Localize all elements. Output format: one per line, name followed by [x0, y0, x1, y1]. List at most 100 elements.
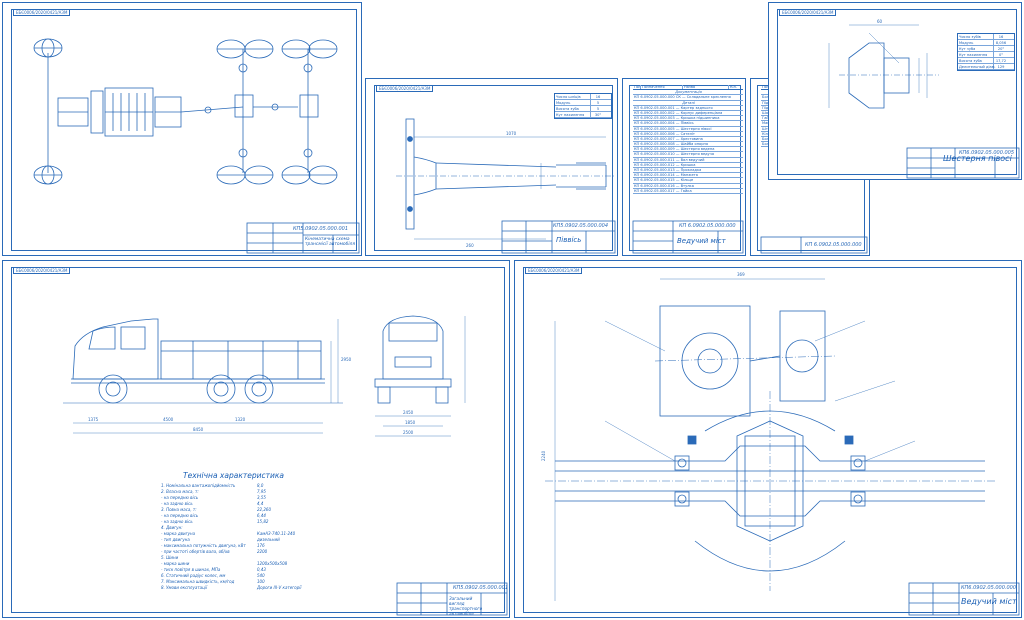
param-value: 16 — [595, 95, 601, 99]
truck-dim: 2500 — [403, 430, 414, 435]
bom-item: КП 6.0902.05.000.013 — Прокладка — [633, 168, 743, 174]
bom-header: Поз. Позначення Назва Кіл. — [633, 85, 743, 91]
sheet-frame — [11, 267, 505, 613]
gear-title-name: Шестерня півосі — [943, 154, 1012, 163]
bom-item: КП 6.0902.05.000.007 — Хрестовина — [633, 137, 743, 143]
bom-item: КП 6.0902.05.000.004 — Піввісь — [633, 121, 743, 127]
truck-dim: 8450 — [193, 427, 204, 432]
bom-section: Деталі — [633, 101, 743, 106]
bom-item: КП 6.0902.05.000.011 — Вал ведучий — [633, 158, 743, 163]
param-value: 30° — [594, 113, 602, 117]
truck-dim: 1850 — [405, 420, 416, 425]
bom-title-name: Ведучий міст — [677, 237, 726, 245]
sheet-frame — [629, 85, 741, 251]
bom-item: КП 6.0902.05.000.003 — Кришка підшипника — [633, 116, 743, 122]
spec-row: 2. Власна маса, т:7,95 — [161, 489, 266, 494]
bom-item: КП 6.0902.05.000.005 — Шестерня півосі — [633, 127, 743, 132]
scheme-title-name: Кінематична схема трансмісії автомобіля — [305, 237, 355, 247]
stamp-code: ЕБЄ0006/2020/0421/АЗМ — [13, 9, 71, 16]
bom-col-pos: Поз. — [634, 85, 641, 90]
axle-title-name: Ведучий міст — [961, 597, 1017, 606]
sheet-frame — [523, 267, 1017, 613]
param-row: Висота зуба 5 — [555, 106, 611, 112]
sheet-frame — [777, 9, 1017, 175]
axle-dim: 369 — [737, 272, 745, 277]
sheet-bill-of-materials[interactable]: Поз. Позначення Назва Кіл. Документація … — [622, 78, 746, 256]
param-key: Висота зуба — [555, 106, 591, 111]
bom-item: КП 6.0902.05.000.002 — Корпус диференціа… — [633, 111, 743, 117]
kinematic-scheme-drawing — [33, 38, 360, 254]
sheet-frame — [11, 9, 357, 251]
param-key: Кут нахилення — [555, 112, 591, 117]
sheet-frame — [374, 85, 613, 251]
stamp-code: ЕБЄ0006/2020/0421/АЗМ — [525, 267, 583, 274]
shaft-dim-flange: 260 — [466, 243, 474, 248]
param-row: Число шліців 16 — [555, 94, 611, 100]
sheet-kinematic-scheme[interactable]: ЕБЄ0006/2020/0421/АЗМ — [2, 2, 362, 256]
stamp-code: ЕБЄ0006/2020/0421/АЗМ — [779, 9, 837, 16]
bom-item: КП 6.0902.05.000.000 СК — Складальне кре… — [633, 95, 743, 101]
bom-col-qty: Кіл. — [730, 85, 737, 89]
spec-row: 4. Двигун: — [161, 525, 183, 530]
truck-dim: 1320 — [235, 417, 246, 422]
truck-dim: 4500 — [163, 417, 174, 422]
spec-row: 5. Шини — [161, 555, 179, 560]
truck-title-name: Загальний вигляд транспортного автомобіл… — [449, 596, 483, 616]
axle-shaft-drawing: 1070 260 — [396, 118, 616, 254]
spec-title: Технічна характеристика — [183, 471, 284, 480]
sheet-truck-general-view[interactable]: ЕБЄ0006/2020/0421/АЗМ — [2, 260, 510, 618]
gear-dim-length: 60 — [877, 19, 883, 24]
bom-title-block — [632, 220, 744, 254]
bom-item: КП 6.0902.05.000.006 — Сателіт — [633, 132, 743, 137]
bom-col-name: Назва — [683, 85, 729, 90]
param-value: 5 — [596, 107, 600, 111]
param-key: Число шліців — [555, 94, 591, 99]
axle-title-code: КП6.0902.05.000.000 — [961, 585, 1017, 591]
shaft-title-name: Піввісь — [556, 236, 582, 244]
bom-item: КП 6.0902.05.000.010 — Шестерня ведуча — [633, 152, 743, 158]
drive-axle-drawing: 369 2240 — [541, 272, 1020, 616]
truck-dim: 2450 — [403, 410, 414, 415]
sheet-drive-axle-assembly[interactable]: ЕБЄ0006/2020/0421/АЗМ — [514, 260, 1022, 618]
axle-dim: 2240 — [541, 450, 546, 461]
bom-item: КП 6.0902.05.000.017 — Гайка — [633, 189, 743, 194]
param-value: 5 — [596, 101, 600, 105]
sheet-axle-shaft[interactable]: ЕБЄ0006/2020/0421/АЗМ Число шліців 16 Мод… — [365, 78, 618, 256]
stamp-code: ЕБЄ0006/2020/0421/АЗМ — [376, 85, 434, 92]
truck-title-code: КП5.0902.05.000.001 — [453, 585, 509, 591]
bom-title-code: КП 6.0902.05.000.000 — [679, 223, 736, 229]
bom-item: КП 6.0902.05.000.001 — Картер заднього — [633, 106, 743, 111]
truck-dim: 2950 — [341, 357, 352, 362]
bom-col-code: Позначення — [641, 85, 683, 90]
truck-drawing: 1375 4500 1320 8450 2950 2450 1850 2500 — [63, 315, 508, 616]
stamp-code: ЕБЄ0006/2020/0421/АЗМ — [13, 267, 71, 274]
spec-row: 3. Повна маса, т:22,260 — [161, 507, 271, 512]
bom-item: КП 6.0902.05.000.014 — Манжета — [633, 173, 743, 179]
bom-item: КП 6.0902.05.000.016 — Втулка — [633, 184, 743, 189]
bom-section: Документація — [633, 90, 743, 96]
bom2-title-code: КП 6.0902.05.000.000 — [805, 242, 862, 248]
bom-item: КП 6.0902.05.000.012 — Кришка — [633, 163, 743, 168]
scheme-title-code: КП5.0902.05.000.001 — [293, 226, 349, 232]
bom-table: Поз. Позначення Назва Кіл. Документація … — [633, 85, 743, 194]
